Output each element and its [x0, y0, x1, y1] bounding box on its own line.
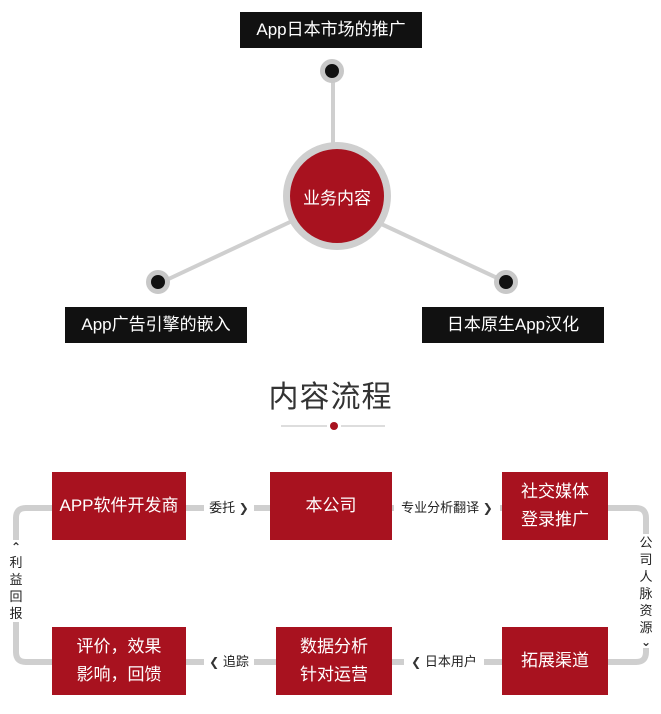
flow-box-app-developer: APP软件开发商: [52, 472, 186, 540]
flow-box-label: 数据分析 针对运营: [300, 637, 368, 684]
top-label-box: App日本市场的推广: [240, 12, 422, 48]
flow-box-label: APP软件开发商: [59, 496, 179, 515]
edge-label-entrust: 委托 ❯: [204, 499, 254, 517]
edge-label-profit-return: ⌃ 利益回报: [8, 540, 24, 622]
right-node-dot: [494, 270, 518, 294]
arrow-left-icon: ❮: [411, 655, 422, 669]
flow-box-evaluation: 评价，效果 影响，回馈: [52, 627, 186, 695]
edge-label-text: 追踪: [222, 654, 249, 669]
section-title: 内容流程: [268, 381, 393, 414]
top-node-dot: [320, 59, 344, 83]
right-label-text: 日本原生App汉化: [446, 315, 580, 334]
edge-label-text: 日本用户: [424, 654, 477, 669]
arrow-right-icon: ❯: [482, 501, 493, 515]
arrow-left-icon: ❮: [209, 655, 220, 669]
flow-box-label: 社交媒体 登录推广: [521, 482, 589, 529]
edge-label-connections: 公司人脉资源 ⌄: [638, 534, 654, 648]
edge-label-japan-users: ❮ 日本用户: [404, 653, 484, 671]
arrow-up-icon: ⌃: [10, 540, 22, 554]
edge-label-text: 委托: [209, 500, 236, 515]
center-circle: 业务内容: [283, 142, 391, 250]
edge-label-text: 专业分析翻译: [401, 500, 480, 515]
edge-label-text: 利益回报: [9, 555, 23, 621]
flow-box-data-analysis: 数据分析 针对运营: [276, 627, 392, 695]
center-label: 业务内容: [303, 188, 371, 208]
arrow-down-icon: ⌄: [640, 635, 652, 649]
flow-box-label: 评价，效果 影响，回馈: [76, 637, 162, 684]
flow-box-channel-expansion: 拓展渠道: [502, 627, 608, 695]
flow-box-label: 本公司: [305, 496, 357, 515]
flow-box-label: 拓展渠道: [521, 651, 589, 670]
left-label-box: App广告引擎的嵌入: [65, 307, 247, 343]
left-label-text: App广告引擎的嵌入: [81, 315, 231, 334]
top-label-text: App日本市场的推广: [256, 20, 406, 39]
flow-box-social-media: 社交媒体 登录推广: [502, 472, 608, 540]
left-node-dot: [146, 270, 170, 294]
edge-label-tracking: ❮ 追踪: [204, 653, 254, 671]
edge-label-text: 公司人脉资源: [639, 535, 653, 635]
flow-box-our-company: 本公司: [270, 472, 392, 540]
arrow-right-icon: ❯: [238, 501, 249, 515]
edge-label-translation: 专业分析翻译 ❯: [394, 499, 500, 517]
right-label-box: 日本原生App汉化: [422, 307, 604, 343]
